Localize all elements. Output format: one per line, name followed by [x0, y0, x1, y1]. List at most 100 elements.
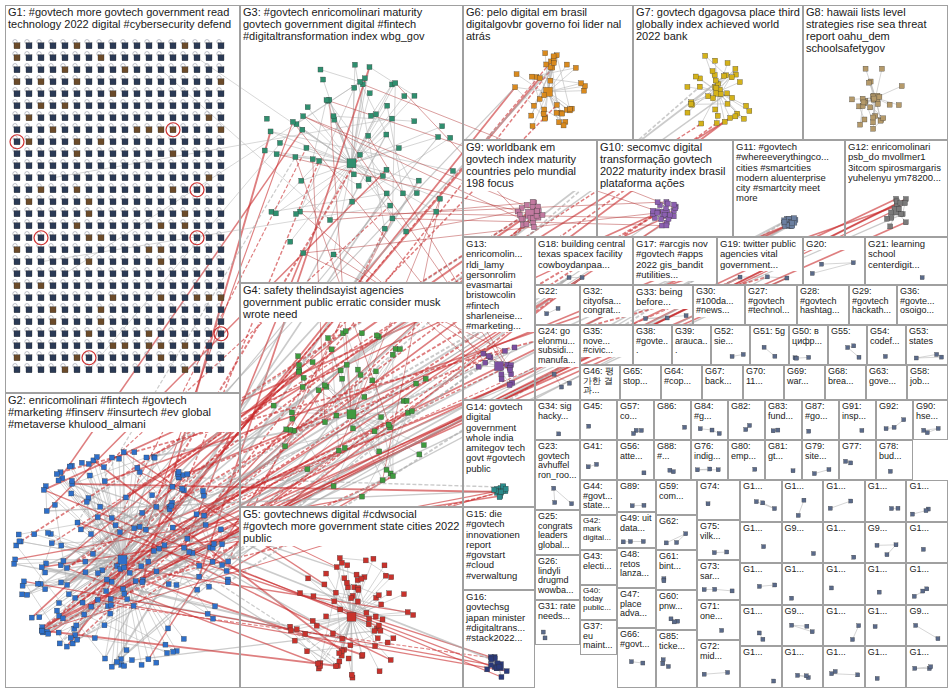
vertex-icon [288, 239, 293, 244]
vertex-icon [14, 223, 20, 229]
vertex-icon [134, 151, 140, 157]
vertex-icon [382, 226, 387, 231]
vertex-icon [134, 91, 140, 97]
vertex-icon [158, 259, 164, 265]
vertex-icon [146, 211, 152, 217]
vertex-icon [98, 331, 104, 337]
vertex-icon [146, 43, 152, 49]
network-edge [623, 541, 643, 542]
network-edge [352, 135, 387, 164]
vertex-icon [146, 139, 152, 145]
vertex-icon [182, 139, 188, 145]
vertex-icon [416, 178, 421, 183]
vertex-icon [182, 211, 188, 217]
vertex-icon [194, 319, 200, 325]
vertex-icon [14, 355, 20, 361]
vertex-icon [62, 283, 68, 289]
vertex-icon [38, 67, 44, 73]
vertex-icon [262, 148, 267, 153]
vertex-icon [38, 343, 44, 349]
vertex-icon [50, 259, 56, 265]
vertex-icon [62, 175, 68, 181]
vertex-icon [86, 247, 92, 253]
vertex-icon [206, 79, 212, 85]
vertex-icon [182, 175, 188, 181]
vertex-icon [384, 132, 389, 137]
vertex-icon [194, 79, 200, 85]
vertex-icon [182, 271, 188, 277]
vertex-icon [122, 307, 128, 313]
vertex-icon [182, 91, 188, 97]
vertex-icon [158, 343, 164, 349]
vertex-icon [317, 159, 322, 164]
vertex-icon [703, 53, 708, 58]
vertex-icon [122, 67, 128, 73]
vertex-icon [26, 343, 32, 349]
vertex-icon [26, 367, 32, 373]
vertex-icon [26, 283, 32, 289]
vertex-icon [122, 247, 128, 253]
network-edge [798, 500, 804, 515]
vertex-icon [134, 367, 140, 373]
vertex-icon [26, 223, 32, 229]
vertex-icon [358, 79, 363, 84]
vertex-icon [26, 187, 32, 193]
vertex-icon [50, 127, 56, 133]
network-edge [704, 672, 727, 674]
vertex-icon [38, 79, 44, 85]
vertex-icon [170, 55, 176, 61]
between-group-edge [154, 551, 336, 666]
between-group-edge [187, 222, 905, 538]
vertex-icon [170, 271, 176, 277]
vertex-icon [74, 55, 80, 61]
vertex-icon [134, 127, 140, 133]
between-group-edge [42, 491, 503, 631]
vertex-icon [158, 151, 164, 157]
vertex-icon [74, 319, 80, 325]
vertex-icon [122, 223, 128, 229]
vertex-icon [38, 139, 44, 145]
between-group-edge [98, 600, 507, 671]
vertex-icon [170, 187, 176, 193]
highlight-ring [82, 351, 96, 365]
vertex-icon [98, 355, 104, 361]
vertex-icon [62, 211, 68, 217]
vertex-icon [710, 69, 715, 74]
vertex-icon [110, 343, 116, 349]
vertex-icon [62, 43, 68, 49]
vertex-icon [273, 211, 278, 216]
vertex-icon [14, 43, 20, 49]
vertex-icon [110, 127, 116, 133]
vertex-icon [110, 151, 116, 157]
vertex-icon [384, 191, 389, 196]
vertex-icon [146, 343, 152, 349]
vertex-icon [110, 187, 116, 193]
vertex-icon [38, 283, 44, 289]
vertex-icon [693, 74, 698, 79]
vertex-icon [134, 271, 140, 277]
vertex-icon [14, 103, 20, 109]
vertex-icon [26, 355, 32, 361]
between-group-edge [105, 203, 905, 481]
vertex-icon [74, 43, 80, 49]
vertex-icon [122, 115, 128, 121]
vertex-icon [98, 151, 104, 157]
vertex-icon [122, 55, 128, 61]
vertex-icon [146, 295, 152, 301]
vertex-icon [367, 65, 372, 70]
vertex-icon [218, 163, 224, 169]
vertex-icon [134, 103, 140, 109]
vertex-icon [537, 97, 542, 102]
network-edge [352, 93, 370, 163]
vertex-icon [182, 67, 188, 73]
vertex-icon [62, 163, 68, 169]
vertex-icon [158, 79, 164, 85]
vertex-icon [50, 355, 56, 361]
between-group-edge [204, 68, 552, 516]
highlight-ring [10, 135, 24, 149]
vertex-icon [134, 55, 140, 61]
vertex-icon [146, 235, 152, 241]
vertex-icon [206, 235, 212, 241]
vertex-icon [713, 58, 718, 63]
vertex-icon [366, 133, 371, 138]
